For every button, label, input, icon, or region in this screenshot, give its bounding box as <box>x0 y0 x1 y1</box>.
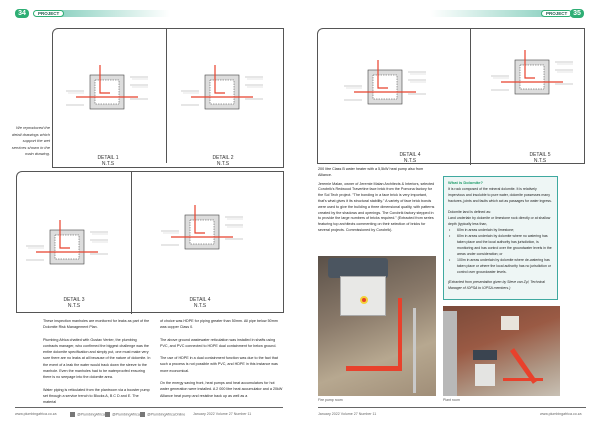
list-item: 60m in areas underlain by dolomite where… <box>448 233 553 257</box>
detail-3-drawing <box>25 219 109 265</box>
detail-title: DETAIL 3 <box>63 297 85 303</box>
detail-scale: N.T.S <box>101 161 115 167</box>
twitter-handle: @PlumbingAfrica <box>77 412 105 417</box>
dolomite-sidebar: What is Dolomite? It is rock composed of… <box>443 176 558 300</box>
header-band <box>430 10 550 17</box>
twitter-icon <box>70 412 75 417</box>
paragraph: On the energy saving front, heat pumps a… <box>160 381 283 398</box>
detail-title: DETAIL 4 <box>189 297 211 303</box>
detail-2-drawing <box>180 64 264 110</box>
sidebar-intro: It is rock composed of the mineral dolom… <box>448 187 552 203</box>
paragraph: Water piping is reticulated from the pla… <box>43 387 150 405</box>
footer-url[interactable]: www.plumbingafrica.co.za <box>15 412 57 416</box>
sidebar-list: 60m in areas underlain by limestone; 60m… <box>448 227 553 275</box>
detail-1-drawing <box>65 64 149 110</box>
footer-linkedin[interactable]: @PlumbingAfricaOnline <box>140 412 185 417</box>
article-column-2: of choice was HDPE for piping greater th… <box>160 318 284 405</box>
drawing-panel-right <box>317 28 585 165</box>
detail-scale: N.T.S <box>403 158 417 164</box>
detail-5-drawing <box>490 49 574 95</box>
detail-title: DETAIL 1 <box>97 155 119 161</box>
detail-scale: N.T.S <box>216 161 230 167</box>
photo-caption: Fire pump room <box>318 398 343 402</box>
detail-title: DETAIL 4 <box>399 152 421 158</box>
article-column-3: 200 litre Class B water heater with a 5,… <box>318 167 436 237</box>
detail-scale: N.T.S <box>67 303 81 309</box>
header-band <box>60 10 170 17</box>
drawing-panel-top-left <box>52 28 284 168</box>
list-item: 60m in areas underlain by limestone; <box>448 227 553 233</box>
page-number: 34 <box>15 9 29 18</box>
footer-facebook[interactable]: @PlumbingAfrica <box>105 412 140 417</box>
facebook-icon <box>105 412 110 417</box>
detail-title: DETAIL 2 <box>212 155 234 161</box>
fire-pump-room-photo <box>318 256 436 396</box>
photo-caption: Plant room <box>443 398 460 402</box>
detail-title: DETAIL 5 <box>529 152 551 158</box>
footer-divider <box>15 407 283 408</box>
detail-4-right-drawing <box>343 59 427 105</box>
detail-scale: N.T.S <box>533 158 547 164</box>
footer-issue: January 2022 Volume 27 Number 11 <box>318 412 377 416</box>
sidebar-definition: Land underlain by dolomite or limestone … <box>448 216 551 226</box>
paragraph: The use of HDPE in a dual containment fu… <box>160 356 278 373</box>
sidenote: We reproduced the detail drawings which … <box>11 125 50 156</box>
sidebar-definition: Dolomite land is defined as: <box>448 210 491 214</box>
footer-twitter[interactable]: @PlumbingAfrica <box>70 412 105 417</box>
paragraph: These inspection manholes are monitored … <box>43 319 150 330</box>
detail-scale: N.T.S <box>193 303 207 309</box>
paragraph: The above ground wastewater reticulation… <box>160 337 277 348</box>
paragraph: Plumbing Africa chatted with Gustav Vent… <box>43 337 151 380</box>
page-number: 35 <box>570 9 584 18</box>
linkedin-handle: @PlumbingAfricaOnline <box>147 412 186 417</box>
detail-4-drawing <box>160 204 244 250</box>
footer-divider <box>318 407 586 408</box>
section-label: PROJECT <box>33 10 65 17</box>
paragraph: of choice was HDPE for piping greater th… <box>160 319 278 330</box>
footer-issue: January 2022 Volume 27 Number 11 <box>193 412 252 416</box>
plant-room-photo <box>443 306 560 396</box>
paragraph: Jeremie Malan, owner of Jeremie Malan Ar… <box>318 181 435 232</box>
footer-url[interactable]: www.plumbingafrica.co.za <box>540 412 582 416</box>
paragraph: 200 litre Class B water heater with a 5,… <box>318 167 424 177</box>
facebook-handle: @PlumbingAfrica <box>112 412 140 417</box>
sidebar-credit: (Extracted from presentation given by St… <box>448 280 545 290</box>
sidebar-title: What is Dolomite? <box>448 180 483 185</box>
linkedin-icon <box>140 412 145 417</box>
article-column-1: These inspection manholes are monitored … <box>43 318 151 412</box>
list-item: 100m in areas underlain by dolomite wher… <box>448 257 553 275</box>
